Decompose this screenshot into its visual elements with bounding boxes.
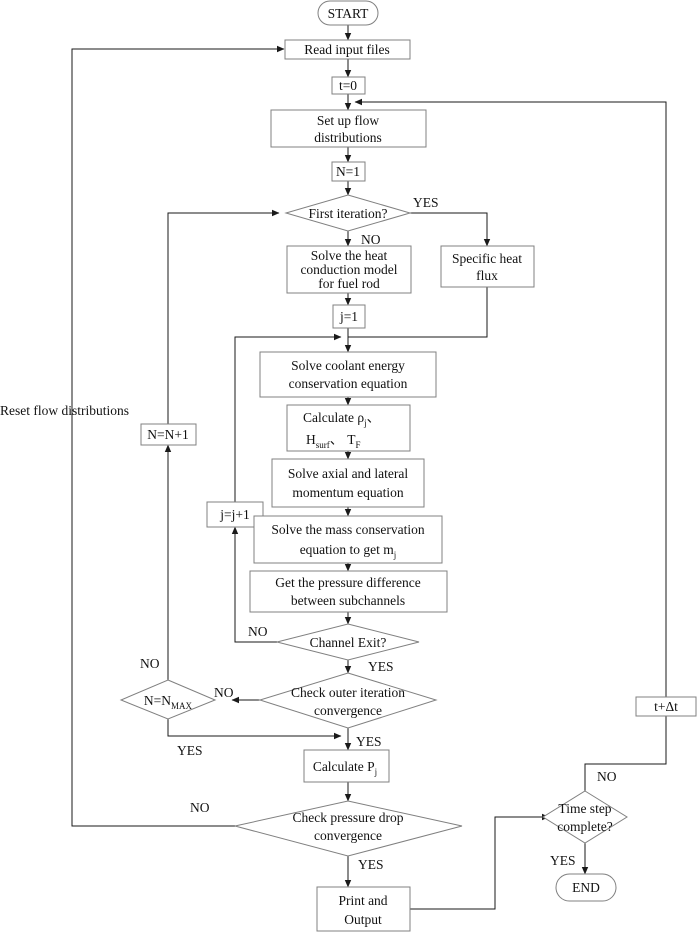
solve-mass-line-1: Solve the mass conservation <box>271 522 425 537</box>
pressure-difference-box: Get the pressure difference between subc… <box>249 570 448 613</box>
channel-exit-no-label: NO <box>248 624 268 639</box>
start-label: START <box>328 6 370 21</box>
t-plus-dt-label: t+Δt <box>654 699 678 714</box>
line-flux-to-merge <box>348 287 488 338</box>
setup-flow-line-1: Set up flow <box>317 113 379 128</box>
specific-heat-flux-line-2: flux <box>476 268 498 283</box>
arrow-exit-no-to-jj1 <box>231 526 277 643</box>
print-output-line-1: Print and <box>338 893 387 908</box>
calculate-p-box: Calculate Pj <box>303 749 390 783</box>
solve-axial-line-1: Solve axial and lateral <box>288 466 409 481</box>
check-outer-line-1: Check outer iteration <box>291 685 405 700</box>
t-plus-dt-box: t+Δt <box>635 696 697 717</box>
jj1-label: j=j+1 <box>219 507 249 522</box>
check-outer-decision: Check outer iteration convergence <box>258 672 438 729</box>
connectors <box>71 25 667 910</box>
n1-box: N=1 <box>331 161 366 182</box>
n1-label: N=1 <box>336 164 360 179</box>
arrow-jj1-to-merge <box>234 333 342 502</box>
time-step-no-label: NO <box>597 769 617 784</box>
solve-axial-line-2: momentum equation <box>292 485 404 500</box>
read-input-label: Read input files <box>304 42 389 57</box>
arrow-nmax-yes-to-merge <box>167 719 342 740</box>
setup-flow-box: Set up flow distributions <box>270 109 427 148</box>
read-input-box: Read input files <box>284 39 411 60</box>
t0-label: t=0 <box>339 78 357 93</box>
time-step-line-1: Time step <box>558 801 611 816</box>
solve-mass-line-2: equation to get mj <box>300 542 397 560</box>
arrow-pressure-no-to-read <box>71 45 285 827</box>
check-pressure-yes-label: YES <box>358 857 384 872</box>
arrow-tdt-to-setup <box>354 98 667 697</box>
print-output-box: Print and Output <box>316 886 411 932</box>
specific-heat-flux-box: Specific heat flux <box>440 245 535 288</box>
check-pressure-no-label: NO <box>190 800 210 815</box>
specific-heat-flux-line-1: Specific heat <box>452 251 522 266</box>
arrow-print-to-timestep <box>410 813 550 910</box>
end-label: END <box>572 880 600 895</box>
end-terminal: END <box>555 873 617 902</box>
pressure-difference-line-1: Get the pressure difference <box>275 575 421 590</box>
nmax-yes-label: YES <box>177 743 203 758</box>
solve-axial-box: Solve axial and lateral momentum equatio… <box>271 458 425 508</box>
nmax-no-label: NO <box>140 656 160 671</box>
time-step-decision: Time step complete? <box>542 790 628 844</box>
calculate-properties-box: Calculate ρj、 Hsurf、TF <box>286 404 411 452</box>
solve-heat-line-1: Solve the heat <box>311 248 388 263</box>
calculate-properties-line-1: Calculate ρj、 <box>303 410 380 428</box>
start-terminal: START <box>317 0 379 26</box>
check-pressure-line-2: convergence <box>314 828 382 843</box>
solve-heat-line-3: for fuel rod <box>318 276 380 291</box>
arrow-nn1-to-first <box>167 209 280 424</box>
solve-heat-box: Solve the heat conduction model for fuel… <box>286 245 412 294</box>
nmax-label: N=NMAX <box>144 693 193 711</box>
nn1-box: N=N+1 <box>140 423 197 446</box>
calculate-p-label: Calculate Pj <box>313 759 377 777</box>
time-step-yes-label: YES <box>550 853 576 868</box>
print-output-line-2: Output <box>344 912 382 927</box>
solve-coolant-box: Solve coolant energy conservation equati… <box>259 351 437 398</box>
channel-exit-yes-label: YES <box>368 659 394 674</box>
arrow-first-yes-to-flux <box>410 212 491 247</box>
check-outer-yes-label: YES <box>356 734 382 749</box>
check-pressure-line-1: Check pressure drop <box>293 810 404 825</box>
pressure-difference-line-2: between subchannels <box>291 593 405 608</box>
reset-flow-label: Reset flow distributions <box>0 403 129 418</box>
calculate-properties-line-2: Hsurf、TF <box>306 432 361 450</box>
first-iteration-label: First iteration? <box>308 206 387 221</box>
first-iteration-decision: First iteration? <box>284 194 412 232</box>
first-iteration-no-label: NO <box>361 232 381 247</box>
channel-exit-label: Channel Exit? <box>310 635 387 650</box>
t0-box: t=0 <box>331 76 366 95</box>
j1-box: j=1 <box>332 304 366 329</box>
setup-flow-line-2: distributions <box>314 130 382 145</box>
check-outer-no-label: NO <box>214 685 234 700</box>
solve-mass-box: Solve the mass conservation equation to … <box>253 515 443 564</box>
line-timestep-no-to-tdt <box>584 716 667 791</box>
time-step-line-2: complete? <box>557 819 612 834</box>
first-iteration-yes-label: YES <box>413 195 439 210</box>
solve-coolant-line-2: conservation equation <box>289 376 408 391</box>
channel-exit-decision: Channel Exit? <box>276 623 420 661</box>
nmax-decision: N=NMAX <box>119 679 217 720</box>
solve-coolant-line-1: Solve coolant energy <box>291 358 405 373</box>
solve-heat-line-2: conduction model <box>300 262 397 277</box>
nn1-label: N=N+1 <box>147 427 188 442</box>
check-pressure-decision: Check pressure drop convergence <box>234 800 463 857</box>
j1-label: j=1 <box>339 309 358 324</box>
check-outer-line-2: convergence <box>314 703 382 718</box>
